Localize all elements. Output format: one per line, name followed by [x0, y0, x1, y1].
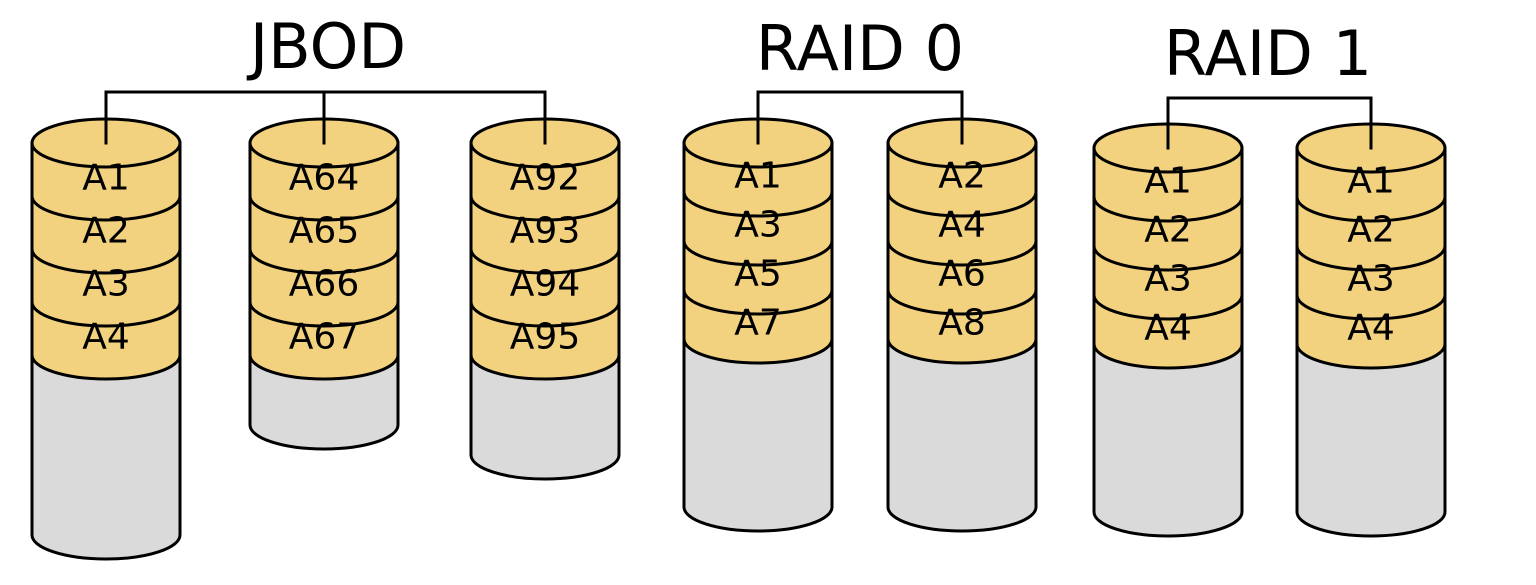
- block-label: A8: [938, 303, 986, 344]
- jbod-connector: [104, 90, 547, 145]
- block-label: A1: [1347, 161, 1395, 202]
- disk-free-space: [248, 353, 400, 451]
- block-label: A64: [289, 158, 359, 199]
- block-label: A3: [1347, 259, 1395, 300]
- block-label: A65: [289, 211, 359, 252]
- block-label: A2: [1144, 210, 1192, 251]
- disk-free-space: [469, 353, 621, 481]
- block-label: A67: [289, 317, 359, 358]
- block-label: A5: [734, 254, 782, 295]
- raid-1-connector: [1166, 96, 1373, 150]
- disk-free-space: [886, 337, 1038, 533]
- raid-0-connector: [756, 90, 964, 145]
- block-label: A3: [82, 264, 130, 305]
- block-label: A93: [510, 211, 580, 252]
- block-label: A4: [1144, 308, 1192, 349]
- block-label: A2: [82, 211, 130, 252]
- disk-free-space: [1295, 342, 1447, 538]
- block-label: A7: [734, 303, 782, 344]
- block-label: A3: [1144, 259, 1192, 300]
- block-label: A3: [734, 205, 782, 246]
- disk-free-space: [682, 337, 834, 533]
- raid-0-title: RAID 0: [756, 12, 964, 85]
- block-label: A92: [510, 158, 580, 199]
- block-label: A1: [82, 158, 130, 199]
- raid-1-title: RAID 1: [1164, 17, 1372, 90]
- block-label: A1: [1144, 161, 1192, 202]
- block-label: A2: [938, 156, 986, 197]
- block-label: A4: [1347, 308, 1395, 349]
- block-label: A95: [510, 317, 580, 358]
- block-label: A4: [938, 205, 986, 246]
- block-label: A2: [1347, 210, 1395, 251]
- block-label: A94: [510, 264, 580, 305]
- disk-free-space: [30, 353, 182, 561]
- block-label: A4: [82, 317, 130, 358]
- block-label: A66: [289, 264, 359, 305]
- block-label: A6: [938, 254, 986, 295]
- jbod-title: JBOD: [246, 10, 406, 83]
- disk-free-space: [1092, 342, 1244, 538]
- block-label: A1: [734, 156, 782, 197]
